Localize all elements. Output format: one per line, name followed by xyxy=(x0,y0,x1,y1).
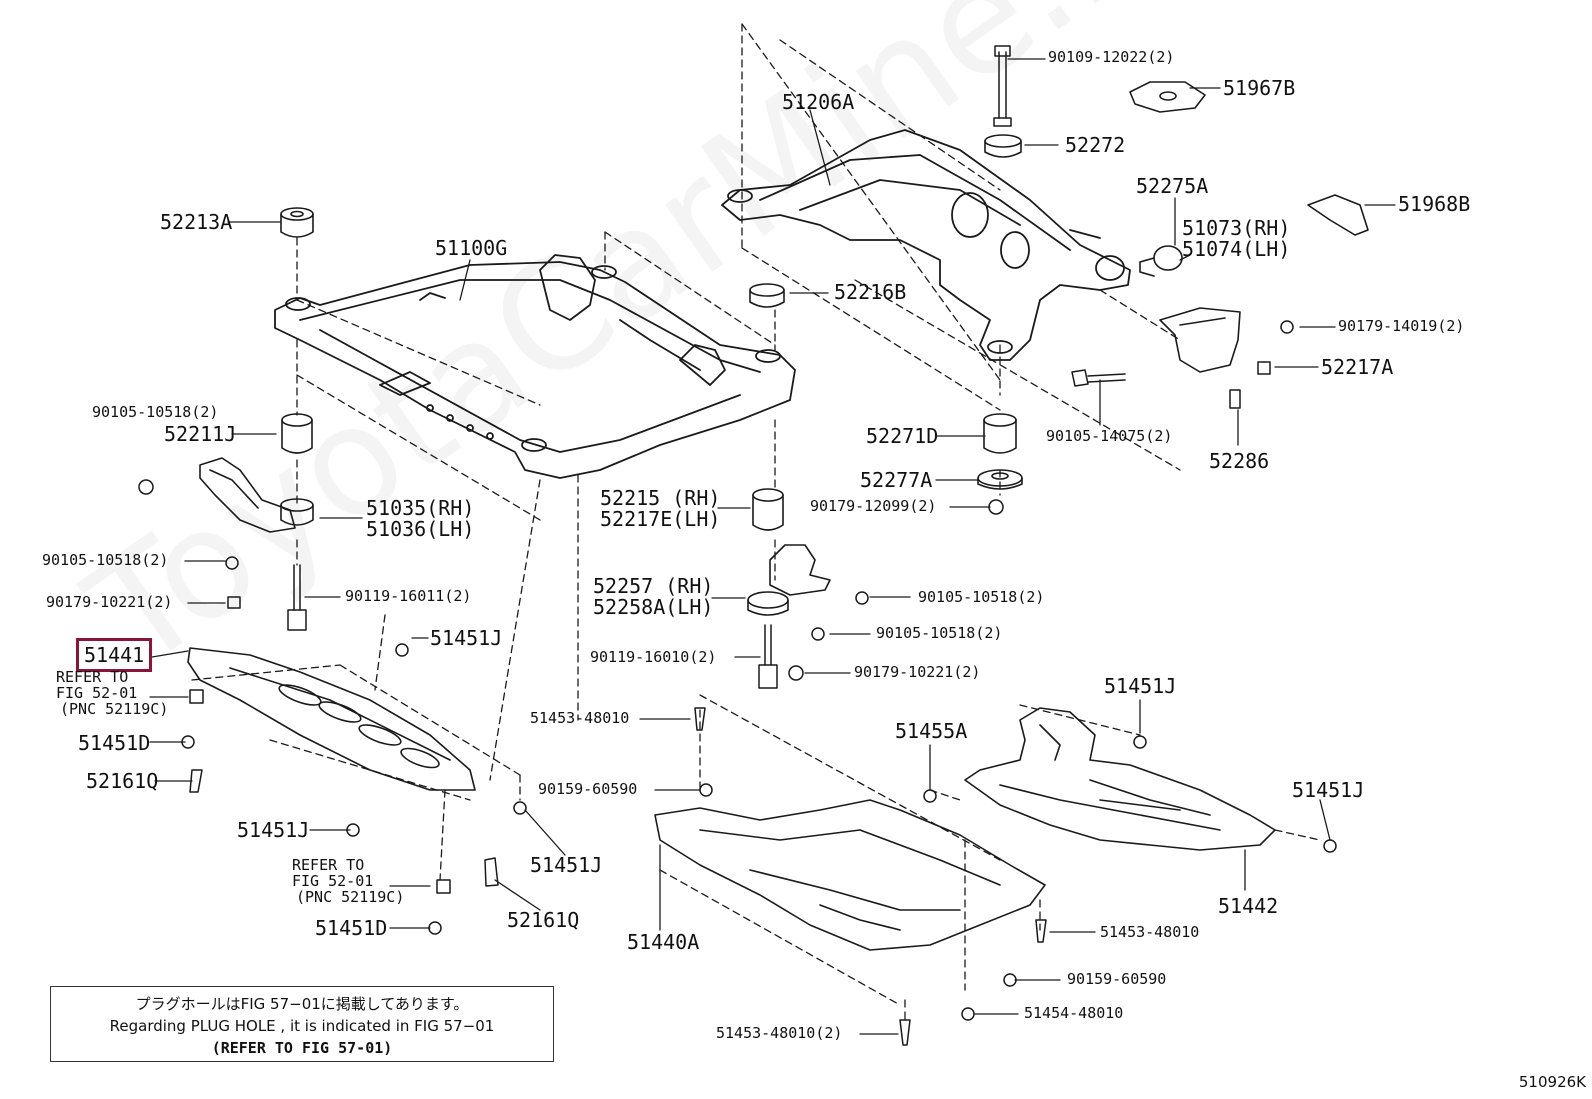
label-52211J: 52211J xyxy=(164,422,237,446)
label-90179-14019: 90179-14019(2) xyxy=(1338,317,1465,335)
figure-code: 510926K xyxy=(1518,1073,1586,1091)
label-52257: 52257 (RH) xyxy=(593,574,714,598)
front-crossmember-51100G xyxy=(274,254,796,479)
label-52216B: 52216B xyxy=(834,280,907,304)
label-51451J-c: 51451J xyxy=(1292,778,1365,802)
label-51453-48010-c: 51453-48010(2) xyxy=(716,1024,843,1042)
label-90119-16011: 90119-16011(2) xyxy=(345,587,472,605)
label-52161Q-b: 52161Q xyxy=(507,908,580,932)
label-51100G: 51100G xyxy=(435,236,508,260)
bushings xyxy=(280,134,1183,616)
label-51455A: 51455A xyxy=(895,719,968,743)
label-90159-60590-a: 90159-60590 xyxy=(538,780,638,798)
label-51967B: 51967B xyxy=(1223,76,1296,100)
label-51451J-d: 51451J xyxy=(237,818,310,842)
label-90159-60590-b: 90159-60590 xyxy=(1067,970,1167,988)
label-90105-10518-c: 90105-10518(2) xyxy=(918,588,1045,606)
label-51451D-a: 51451D xyxy=(78,731,151,755)
label-90105-10518-b: 90105-10518(2) xyxy=(42,551,169,569)
label-90119-16010: 90119-16010(2) xyxy=(590,648,717,666)
label-51440A: 51440A xyxy=(627,930,700,954)
label-90105-14075: 90105-14075(2) xyxy=(1046,427,1173,445)
alignment-lines xyxy=(191,23,1321,1021)
label-51073-51074: 51073(RH) 51074(LH) xyxy=(1182,218,1290,260)
note-line-japanese: プラグホールはFIG 57−01に掲載してあります。 xyxy=(135,995,469,1013)
label-51451D-b: 51451D xyxy=(315,916,388,940)
label-52277A: 52277A xyxy=(860,468,933,492)
label-52275A: 52275A xyxy=(1136,174,1209,198)
label-51454-48010: 51454-48010 xyxy=(1024,1004,1124,1022)
label-52272: 52272 xyxy=(1065,133,1126,157)
plug-hole-note: プラグホールはFIG 57−01に掲載してあります。 Regarding PLU… xyxy=(50,986,554,1062)
label-90179-12099: 90179-12099(2) xyxy=(810,497,937,515)
label-90105-10518-d: 90105-10518(2) xyxy=(876,624,1003,642)
label-51441[interactable]: 51441 xyxy=(84,643,145,667)
label-52258A: 52258A(LH) xyxy=(593,595,714,619)
highlight-box-51441[interactable] xyxy=(76,638,152,672)
refer-note-1-line2: FIG 52-01 xyxy=(56,683,138,702)
brackets xyxy=(199,81,1369,596)
label-51442: 51442 xyxy=(1218,894,1279,918)
fasteners xyxy=(138,45,1337,1046)
label-51035: 51035(RH) xyxy=(366,496,475,520)
label-52286: 52286 xyxy=(1209,449,1270,473)
refer-note-2-line3: (PNC 52119C) xyxy=(296,887,405,906)
label-51453-48010-b: 51453-48010 xyxy=(1100,923,1200,941)
label-51073: 51073(RH) xyxy=(1182,216,1291,240)
label-51451J-b: 51451J xyxy=(1104,674,1177,698)
label-52271D: 52271D xyxy=(866,424,939,448)
label-51074: 51074(LH) xyxy=(1182,237,1291,261)
label-51206A: 51206A xyxy=(782,90,855,114)
refer-note-1: REFER TO FIG 52-01 (PNC 52119C) xyxy=(56,668,169,718)
label-52217E: 52217E(LH) xyxy=(600,507,721,531)
label-52217A: 52217A xyxy=(1321,355,1394,379)
label-90179-10221-b: 90179-10221(2) xyxy=(854,663,981,681)
label-52257-52258A: 52257 (RH) 52258A(LH) xyxy=(593,576,713,618)
label-51451J-e: 51451J xyxy=(530,853,603,877)
note-line-english: Regarding PLUG HOLE , it is indicated in… xyxy=(109,1017,495,1035)
refer-note-2: REFER TO FIG 52-01 (PNC 52119C) xyxy=(292,856,405,906)
rear-subframe-51206A xyxy=(721,129,1131,361)
label-52161Q-a: 52161Q xyxy=(86,769,159,793)
label-52215-52217E: 52215 (RH) 52217E(LH) xyxy=(600,488,720,530)
refer-note-2-line2: FIG 52-01 xyxy=(292,871,374,890)
under-covers xyxy=(187,647,1276,951)
label-90105-10518-a: 90105-10518(2) xyxy=(92,403,219,421)
label-51451J-a: 51451J xyxy=(430,626,503,650)
refer-note-1-line3: (PNC 52119C) xyxy=(60,699,169,718)
label-51035-51036: 51035(RH) 51036(LH) xyxy=(366,498,474,540)
note-line-refer: (REFER TO FIG 57-01) xyxy=(211,1039,393,1057)
label-90109-12022: 90109-12022(2) xyxy=(1048,48,1175,66)
label-52213A: 52213A xyxy=(160,210,233,234)
label-51036: 51036(LH) xyxy=(366,517,475,541)
label-52215: 52215 (RH) xyxy=(600,486,721,510)
label-51453-48010-a: 51453-48010 xyxy=(530,709,630,727)
leader-lines xyxy=(149,58,1396,1035)
refer-note-2-line1: REFER TO xyxy=(292,856,365,874)
label-51968B: 51968B xyxy=(1398,192,1471,216)
label-90179-10221-a: 90179-10221(2) xyxy=(46,593,173,611)
refer-note-1-line1: REFER TO xyxy=(56,668,129,686)
